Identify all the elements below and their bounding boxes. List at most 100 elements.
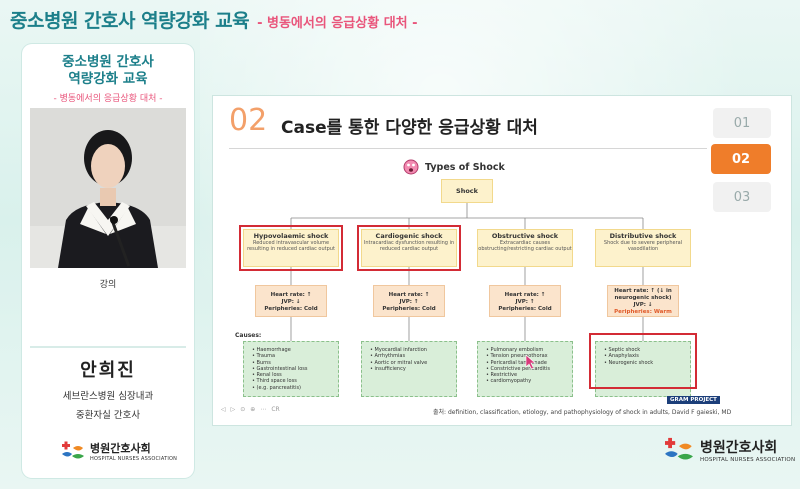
causes-hypovolaemic: Haemorrhage Trauma Burns Gastrointestina… [243, 341, 339, 397]
signs-cardiogenic: Heart rate: ↑ JVP: ↑ Peripheries: Cold [373, 285, 445, 317]
peripheries: Peripheries: Warm [614, 309, 672, 315]
causes-obstructive: Pulmonary embolism Tension pneumothorax … [477, 341, 573, 397]
slide-nav-01[interactable]: 01 [713, 108, 771, 138]
type-name: Hypovolaemic shock [253, 232, 329, 240]
cause-item: cardiomyopathy [486, 378, 567, 384]
panel-title-line2: 역량강화 교육 [68, 71, 148, 87]
cause-item: Third space loss [252, 378, 333, 384]
type-distributive: Distributive shock Shock due to severe p… [595, 229, 691, 267]
slide-player-controls: ◁ ▷ ⊙ ⊕ ⋯ CR [221, 406, 280, 413]
association-logo-bottom: 병원간호사회 HOSPITAL NURSES ASSOCIATION [662, 436, 795, 464]
speaker-affiliation-hospital: 세브란스병원 심장내과 [62, 391, 154, 402]
cause-item: Pericardial tamponade [486, 360, 567, 366]
speaker-panel: 중소병원 간호사 역량강화 교육 - 병동에서의 응급상황 대처 - 강의 안희 [22, 44, 194, 478]
cause-item: Gastrointestinal loss [252, 366, 333, 372]
type-desc: Shock due to severe peripheral vasodilat… [603, 240, 683, 252]
causes-label: Causes: [235, 332, 262, 339]
cause-item: Arrhythmias [370, 353, 451, 359]
peripheries: Peripheries: Cold [264, 306, 318, 312]
heart-rate: Heart rate: ↑ [388, 292, 430, 298]
speaker-affiliation-unit: 중환자실 간호사 [75, 410, 141, 421]
cause-item: Tension pneumothorax [486, 353, 567, 359]
signs-hypovolaemic: Heart rate: ↑ JVP: ↓ Peripheries: Cold [255, 285, 327, 317]
speaker-image [30, 108, 186, 268]
slide-nav-02[interactable]: 02 [711, 144, 771, 174]
shock-root-node: Shock [441, 179, 493, 203]
type-name: Obstructive shock [491, 232, 559, 240]
type-obstructive: Obstructive shock Extracardiac causes ob… [477, 229, 573, 267]
logo-korean-text: 병원간호사회 [90, 442, 151, 455]
jvp: JVP: ↓ [281, 299, 301, 305]
panel-subtitle: - 병동에서의 응급상황 대처 - [53, 94, 163, 104]
type-desc: Intracardiac dysfunction resulting in re… [363, 240, 455, 252]
cause-item: insufficiency [370, 366, 451, 372]
type-name: Distributive shock [609, 232, 677, 240]
signs-distributive: Heart rate: ↑ (↓ in neurogenic shock) JV… [607, 285, 679, 317]
heart-rate: Heart rate: ↑ [270, 292, 312, 298]
jvp: JVP: ↑ [399, 299, 419, 305]
cause-item: Septic shock [604, 347, 685, 353]
mouse-cursor-icon [525, 354, 536, 370]
association-logo-icon [62, 441, 84, 459]
cause-item: (e.g. pancreatitis) [252, 385, 333, 391]
slide-nav-03[interactable]: 03 [713, 182, 771, 212]
heart-rate-note: neurogenic shock) [614, 295, 672, 301]
signs-obstructive: Heart rate: ↑ JVP: ↑ Peripheries: Cold [489, 285, 561, 317]
logo-english-text: HOSPITAL NURSES ASSOCIATION [90, 456, 178, 462]
highlight-cardiogenic [357, 225, 461, 271]
panel-title: 중소병원 간호사 역량강화 교육 [22, 54, 194, 88]
page-title: 중소병원 간호사 역량강화 교육 [10, 10, 250, 32]
speaker-name: 안희진 [80, 360, 136, 381]
cause-item: Aortic or mitral valve [370, 360, 451, 366]
lecture-slide: 02 Case를 통한 다양한 응급상황 대처 01 02 03 [213, 96, 791, 425]
logo-english-text: HOSPITAL NURSES ASSOCIATION [700, 457, 796, 463]
speaker-video[interactable] [30, 108, 186, 268]
peripheries: Peripheries: Cold [498, 306, 552, 312]
pointer-icon[interactable]: ⊙ [240, 406, 246, 413]
type-name: Cardiogenic shock [375, 232, 443, 240]
association-logo: 병원간호사회 HOSPITAL NURSES ASSOCIATION [60, 440, 177, 462]
page-subtitle: - 병동에서의 응급상황 대처 - [257, 16, 418, 31]
cause-item: Neurogenic shock [604, 360, 685, 366]
page-header: 중소병원 간호사 역량강화 교육 - 병동에서의 응급상황 대처 - [10, 6, 418, 34]
next-icon[interactable]: ▷ [230, 406, 236, 413]
logo-korean-text: 병원간호사회 [700, 440, 778, 456]
panel-divider [30, 346, 186, 348]
peripheries: Peripheries: Cold [382, 306, 436, 312]
highlight-distributive-causes [589, 333, 697, 389]
prev-icon[interactable]: ◁ [221, 406, 226, 413]
heart-rate: Heart rate: ↑ (↓ in [614, 288, 672, 294]
slide-number: 02 [229, 103, 268, 138]
caption-icon[interactable]: CR [271, 406, 280, 413]
association-logo-icon [665, 437, 693, 460]
cause-item: Constrictive pericarditis [486, 366, 567, 372]
type-desc: Extracardiac causes obstructing/restrict… [478, 240, 572, 252]
video-label: 강의 [99, 280, 117, 290]
jvp: JVP: ↑ [515, 299, 535, 305]
shocked-face-icon [403, 159, 419, 175]
type-desc: Reduced intravascular volume resulting i… [247, 240, 335, 252]
type-hypovolaemic: Hypovolaemic shock Reduced intravascular… [243, 229, 339, 267]
flowchart-connectors [290, 203, 644, 341]
slide-heading-divider [229, 148, 707, 149]
causes-cardiogenic: Myocardial infarction Arrhythmias Aortic… [361, 341, 457, 397]
gram-project-label: GRAM PROJECT [667, 396, 720, 404]
heart-rate: Heart rate: ↑ [504, 292, 546, 298]
slide-heading: Case를 통한 다양한 응급상황 대처 [281, 118, 538, 138]
cause-item: Trauma [252, 353, 333, 359]
cause-item: Myocardial infarction [370, 347, 451, 353]
panel-title-line1: 중소병원 간호사 [62, 54, 154, 70]
cause-item: Burns [252, 360, 333, 366]
cause-item: Restrictive [486, 372, 567, 378]
jvp: JVP: ↓ [633, 302, 653, 308]
more-icon[interactable]: ⋯ [260, 406, 267, 413]
zoom-icon[interactable]: ⊕ [250, 406, 256, 413]
flowchart-title-text: Types of Shock [425, 161, 505, 173]
cause-item: Renal loss [252, 372, 333, 378]
cause-item: Anaphylaxis [604, 353, 685, 359]
slide-source: 출처: definition, classification, etiology… [433, 409, 732, 416]
type-cardiogenic: Cardiogenic shock Intracardiac dysfuncti… [361, 229, 457, 267]
cause-item: Pulmonary embolism [486, 347, 567, 353]
cause-item: Haemorrhage [252, 347, 333, 353]
highlight-hypovolaemic [239, 225, 343, 271]
